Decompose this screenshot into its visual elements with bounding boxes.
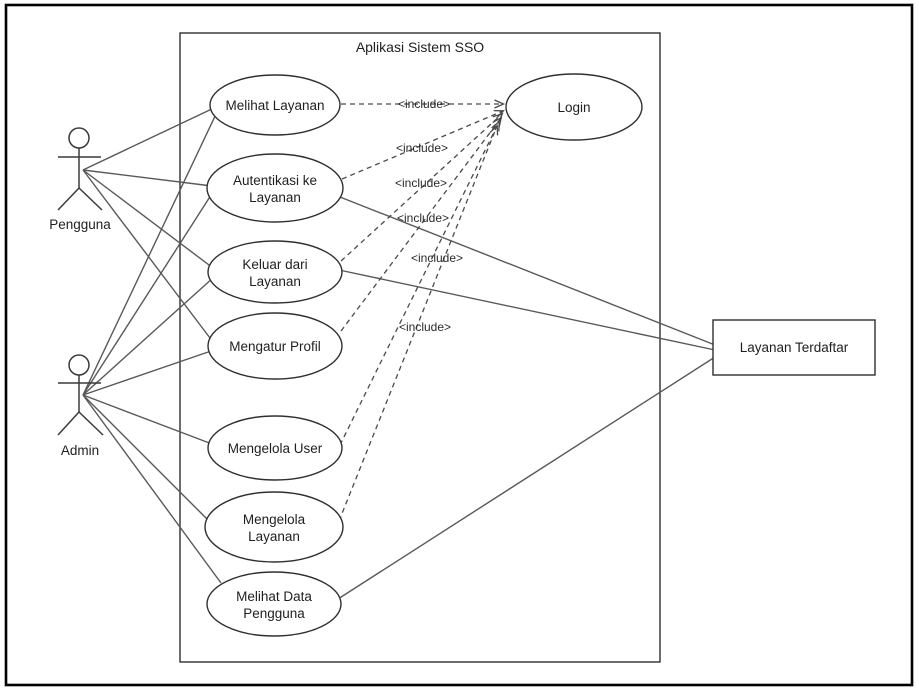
usecase-mengelola-layanan-label-line1: Mengelola [243,512,306,527]
usecase-melihat-data-label-line2: Pengguna [243,606,305,621]
actor-pengguna-label: Pengguna [49,217,111,232]
include-label-4: <include> [397,211,449,225]
associations-pengguna [82,106,217,343]
usecase-melihat-layanan [209,74,341,136]
include-labels: <include> <include> <include> <include> … [395,97,463,334]
assoc-admin-mengatur-profil [82,349,215,396]
assoc-pengguna-keluar [82,169,214,269]
usecase-mengelola-layanan-label-line2: Layanan [248,529,300,544]
usecase-login-label: Login [557,100,590,115]
usecase-melihat-data [206,571,342,637]
external-entity: Layanan Terdaftar [712,319,876,376]
include-dependencies [338,99,506,522]
usecase-mengelola-user-label: Mengelola User [228,441,323,456]
include-label-6: <include> [399,320,451,334]
assoc-admin-mengelola-layanan [82,394,213,525]
actor-pengguna-left-leg [57,187,80,211]
include-mengelola-user-login [339,120,500,446]
usecase-autentikasi-label-line1: Autentikasi ke [233,173,317,188]
assoc-admin-melihat-layanan [82,111,218,396]
actor-admin-head [68,354,90,376]
usecase-keluar-label-line2: Layanan [249,274,301,289]
system-title: Aplikasi Sistem SSO [356,39,484,55]
actor-pengguna-head [68,127,90,149]
assoc-keluar-layanan-terdaftar [338,269,716,351]
usecase-autentikasi [206,153,344,223]
usecase-melihat-data-label-line1: Melihat Data [236,589,312,604]
include-label-2: <include> [396,141,448,155]
associations-external [337,196,716,600]
usecase-keluar-label-line1: Keluar dari [242,257,307,272]
actor-admin-label: Admin [61,443,99,458]
usecase-mengatur-profil [207,312,343,380]
usecases: Melihat Layanan Autentikasi ke Layanan K… [204,73,643,637]
usecase-mengelola-layanan [204,491,344,563]
actor-admin: Admin [57,354,104,458]
assoc-pengguna-melihat-layanan [82,106,217,171]
system-boundary [179,32,661,663]
assoc-pengguna-autentikasi [82,169,213,187]
assoc-admin-mengelola-user [82,394,213,445]
assoc-admin-autentikasi [82,191,214,396]
include-label-3: <include> [395,176,447,190]
include-label-1: <include> [398,97,450,111]
assoc-melihat-data-layanan-terdaftar [337,356,716,600]
include-label-5: <include> [411,251,463,265]
usecase-melihat-layanan-label: Melihat Layanan [225,98,324,113]
assoc-admin-melihat-data [82,394,222,584]
usecase-mengelola-user [207,415,343,481]
assoc-admin-keluar [82,276,215,396]
include-mengelola-layanan-login [338,124,499,522]
usecase-mengatur-profil-label: Mengatur Profil [229,339,321,354]
assoc-autentikasi-layanan-terdaftar [339,196,716,346]
external-entity-label: Layanan Terdaftar [740,340,849,355]
usecase-login [505,73,643,141]
external-entity-box [712,319,876,376]
usecase-autentikasi-label-line2: Layanan [249,190,301,205]
actor-pengguna: Pengguna [49,127,111,232]
actor-admin-right-leg [78,411,104,436]
outer-frame [4,3,914,687]
actor-pengguna-right-leg [78,187,103,211]
associations-admin [82,111,222,584]
actor-admin-left-leg [57,411,80,436]
assoc-pengguna-mengatur-profil [82,169,214,343]
include-keluar-login [340,112,504,262]
include-autentikasi-login [341,109,505,180]
usecase-keluar [207,240,343,304]
